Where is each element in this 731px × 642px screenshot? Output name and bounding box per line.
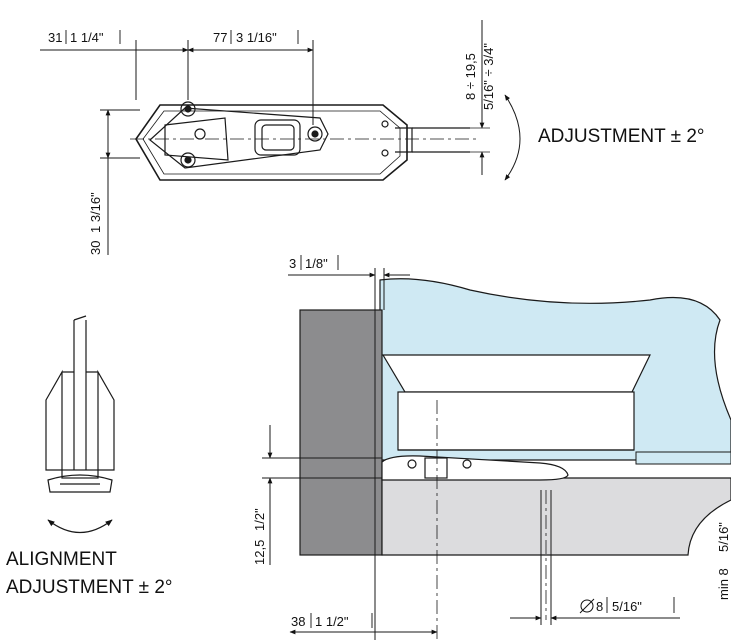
dim-top-mid-in: 3 1/16" <box>236 30 277 45</box>
dim-gap-mm: 3 <box>289 256 296 271</box>
dim-height-in: 1/2" <box>252 508 267 531</box>
adjustment-top-label: ADJUSTMENT ± 2° <box>538 126 705 147</box>
dim-right-mm: 8 ÷ 19,5 <box>463 53 478 100</box>
alignment-line1: ALIGNMENT <box>6 549 117 570</box>
section-centerlines <box>436 400 547 640</box>
floor-section <box>381 477 731 556</box>
dim-depth-mm: 38 <box>291 614 305 629</box>
dim-gap-in: 1/8" <box>305 256 328 271</box>
alignment-line2: ADJUSTMENT ± 2° <box>6 577 173 598</box>
dim-diameter-in: 5/16" <box>612 599 642 614</box>
dim-side-left-mm: 30 <box>88 241 103 255</box>
dim-top-mid-mm: 77 <box>213 30 227 45</box>
dim-min-in: 5/16" <box>716 522 731 552</box>
dim-depth-in: 1 1/2" <box>315 614 349 629</box>
dim-min-mm: min 8 <box>716 568 731 600</box>
dim-top-left-in: 1 1/4" <box>70 30 104 45</box>
top-dimensions <box>40 20 521 255</box>
section-dimensions <box>262 268 680 640</box>
dim-top-left-mm: 31 <box>48 30 62 45</box>
dim-side-left-in: 1 3/16" <box>88 192 103 233</box>
side-view-hinge <box>45 315 115 533</box>
dim-right-in: 5/16" ÷ 3/4" <box>481 43 496 110</box>
diameter-symbol <box>579 598 595 614</box>
top-view-hinge <box>130 101 490 181</box>
section-hinge <box>381 354 651 481</box>
dim-height-mm: 12,5 <box>252 540 267 565</box>
wall-section <box>299 309 383 556</box>
dim-diameter-mm: 8 <box>596 599 603 614</box>
